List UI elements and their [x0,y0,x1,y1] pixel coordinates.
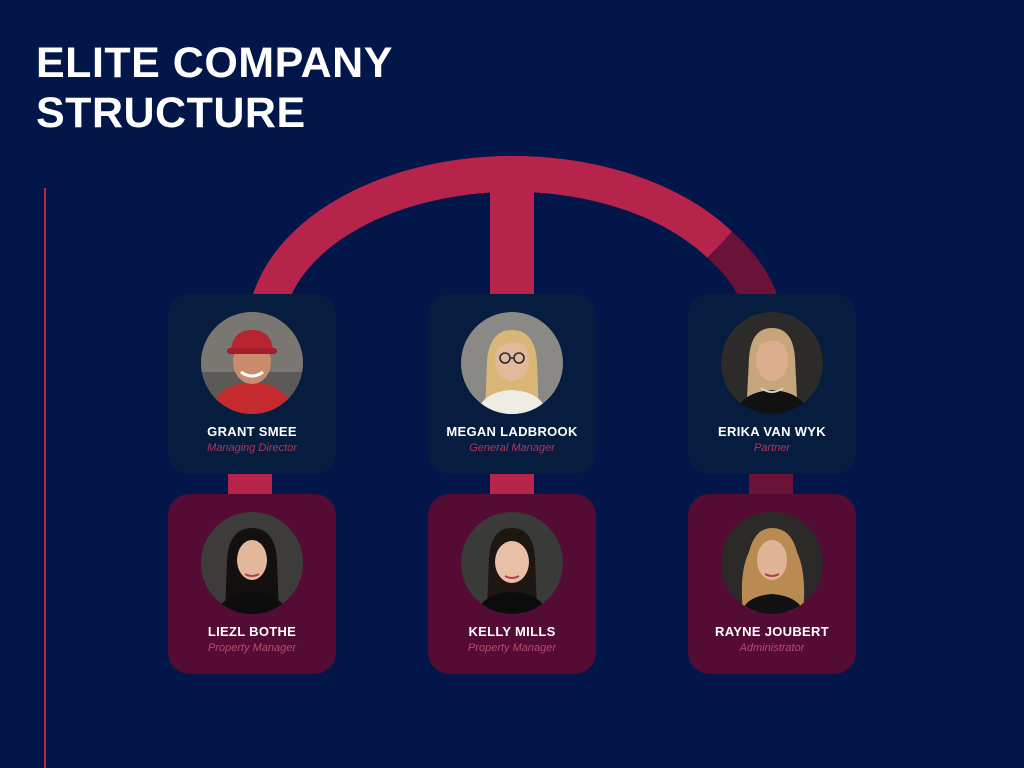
person-role: Partner [753,442,791,454]
side-accent-line [44,188,46,768]
title-line-1: ELITE COMPANY [36,39,393,87]
person-name: GRANT SMEE [207,424,297,439]
page-title: ELITE COMPANY STRUCTURE [36,38,393,138]
person-role: Property Manager [207,642,297,654]
link-right [749,472,793,496]
arch-connector [252,155,733,306]
portrait-woman-blonde-glasses-icon [461,312,563,414]
person-name: KELLY MILLS [468,624,556,639]
person-name: LIEZL BOTHE [207,624,297,639]
portrait-woman-dark-hair-icon [461,512,563,614]
portrait-man-red-cap-icon [201,312,303,414]
person-card-megan-ladbrook: MEGAN LADBROOK General Manager [428,294,596,474]
person-role: Property Manager [467,642,557,654]
portrait-woman-dark-hair-icon [201,512,303,614]
center-stem [490,186,534,298]
person-card-liezl-bothe: LIEZL BOTHE Property Manager [168,494,336,674]
person-name: MEGAN LADBROOK [446,424,578,439]
portrait-woman-wavy-blonde-icon [721,512,823,614]
person-role: Administrator [739,642,805,654]
person-card-rayne-joubert: RAYNE JOUBERT Administrator [688,494,856,674]
title-line-2: STRUCTURE [36,89,306,137]
person-card-erika-van-wyk: ERIKA VAN WYK Partner [688,294,856,474]
portrait-woman-blonde-icon [721,312,823,414]
arch-connector-dark [707,231,777,307]
person-card-kelly-mills: KELLY MILLS Property Manager [428,494,596,674]
link-center [490,472,534,496]
person-role: Managing Director [207,442,297,454]
person-card-grant-smee: GRANT SMEE Managing Director [168,294,336,474]
person-name: RAYNE JOUBERT [715,624,829,639]
link-left [228,472,272,496]
person-role: General Manager [469,442,555,454]
person-name: ERIKA VAN WYK [718,424,826,439]
